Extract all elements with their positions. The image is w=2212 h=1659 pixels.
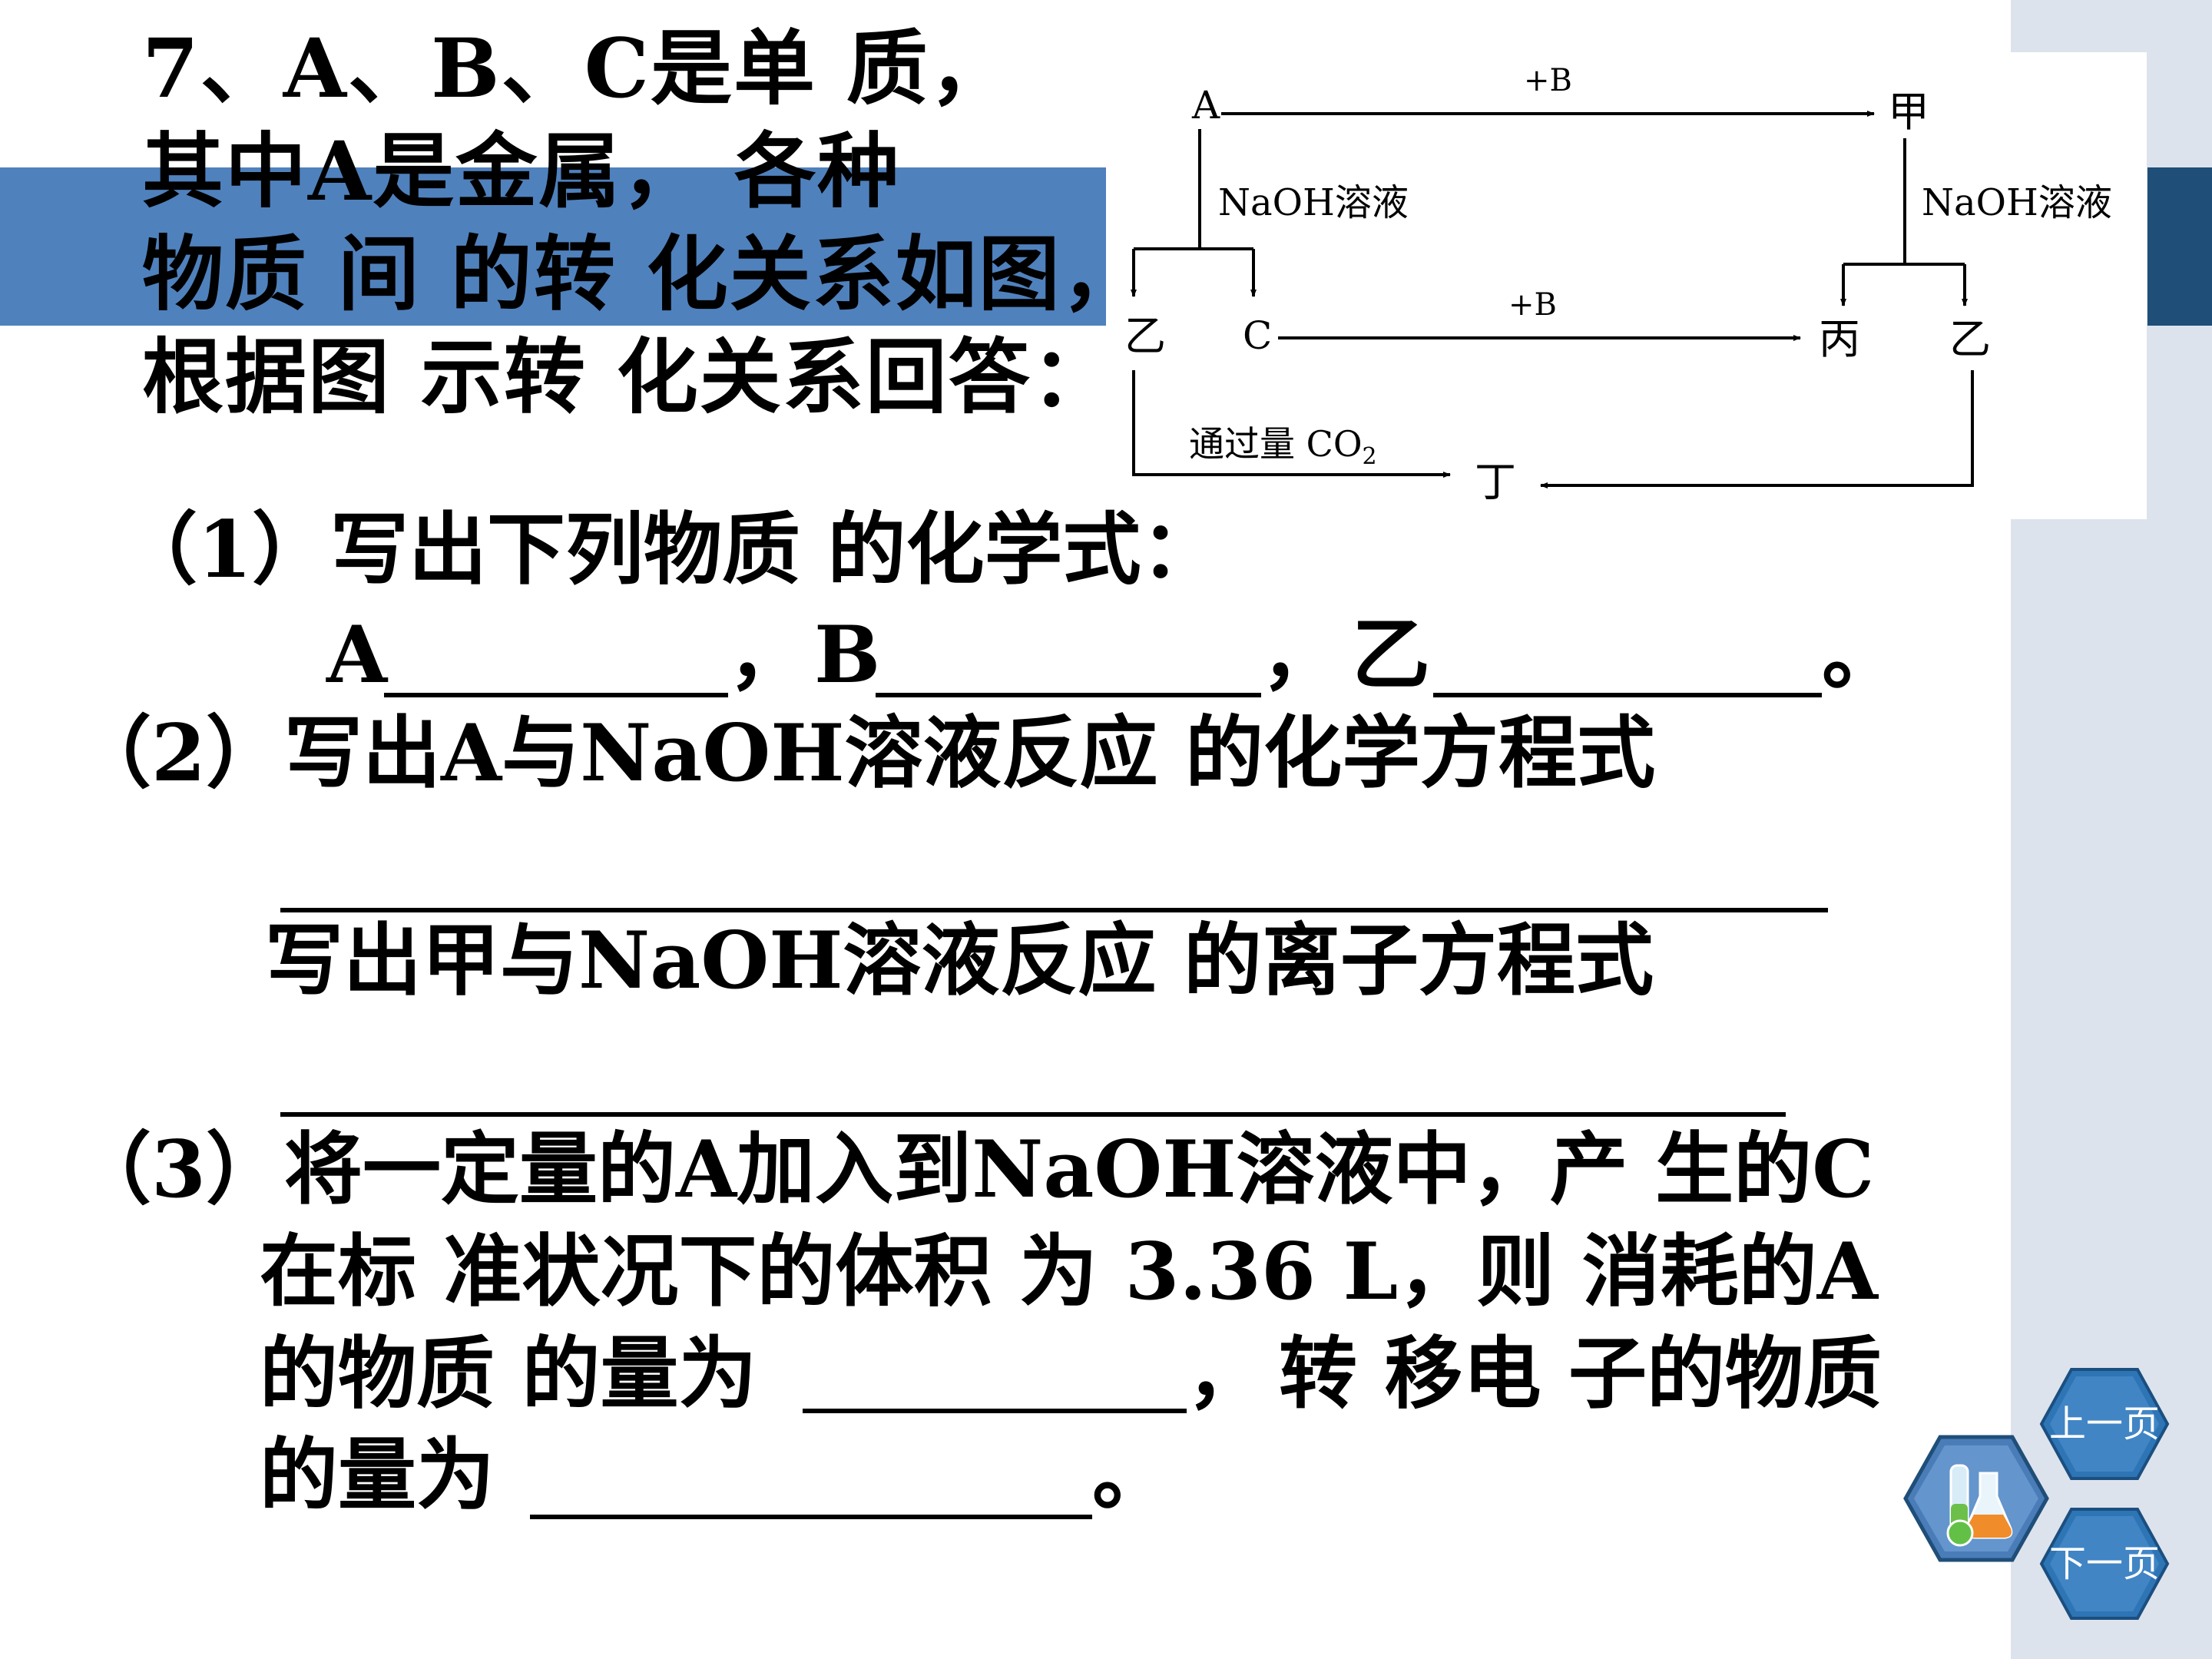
next-page-label: 下一页: [2048, 1542, 2160, 1585]
part1-sep: ，: [728, 609, 806, 701]
node-jia: 甲: [1888, 88, 1929, 136]
conversion-diagram: A +B 甲 NaOH溶液 NaOH溶液 乙 C +B 丙 乙 通过量 CO2 …: [1124, 63, 2112, 506]
part1-prompt: （1）写出下列物质 的化学式：: [119, 504, 1220, 596]
part3-line3-sep: ，: [1187, 1328, 1265, 1420]
next-page-button[interactable]: 下一页: [2039, 1507, 2170, 1621]
node-bing: 丙: [1819, 315, 1860, 363]
label-plus-b-top: +B: [1524, 63, 1572, 98]
part3-line3-tail: 转 移电 子的物质: [1279, 1328, 1883, 1420]
part1-label-a: A: [326, 609, 388, 701]
part1-label-yi: 乙: [1352, 609, 1430, 701]
answer-blank-a[interactable]: [384, 693, 728, 697]
prev-page-label: 上一页: [2048, 1402, 2160, 1445]
title-line: 7、A、B、C是单 质，: [142, 20, 1012, 116]
part1-end: 。: [1822, 609, 1900, 701]
part1-label-b: B: [814, 609, 881, 701]
answer-blank-amount[interactable]: [803, 1409, 1187, 1413]
arrow-yi-right-to-ding: [1540, 370, 1974, 488]
label-plus-b-mid: +B: [1508, 287, 1557, 323]
node-a: A: [1191, 83, 1220, 127]
part3-line: （3）将一定量的A加入到NaOH溶液中，产 生的C: [73, 1124, 1875, 1216]
title-highlight-band: [0, 167, 1106, 326]
node-c: C: [1243, 313, 1272, 358]
label-co2: 通过量 CO2: [1189, 423, 1377, 470]
answer-blank-equation[interactable]: [280, 908, 1828, 912]
answer-blank-b[interactable]: [876, 693, 1261, 697]
title-line: 其中A是金属， 各种: [142, 123, 901, 219]
node-ding: 丁: [1475, 458, 1516, 506]
label-naoh-right: NaOH溶液: [1922, 181, 2112, 224]
label-naoh-left: NaOH溶液: [1218, 181, 1409, 224]
part2-sub-prompt: 写出甲与NaOH溶液反应 的离子方程式: [265, 915, 1654, 1007]
answer-blank-ionic-equation[interactable]: [280, 1112, 1786, 1117]
node-yi-left: 乙: [1124, 312, 1166, 360]
part3-line: 在标 准状况下的体积 为 3.36 L，则 消耗的A: [260, 1226, 1878, 1318]
arrow-yi-left-to-ding: [1132, 370, 1451, 478]
question-title: 7、A、B、C是单 质， 其中A是金属， 各种 物质 间 的转 化关系如图， 根…: [142, 17, 1144, 429]
title-line: 物质 间 的转 化关系如图，: [142, 226, 1144, 322]
side-accent-band: [2147, 167, 2212, 326]
part3-line4-end: 。: [1092, 1429, 1171, 1522]
prev-page-button[interactable]: 上一页: [2039, 1367, 2170, 1481]
node-yi-right: 乙: [1949, 315, 1991, 363]
part1-sep: ，: [1261, 609, 1339, 701]
part3-line3-text: 的物质 的量为: [260, 1328, 757, 1420]
answer-blank-electrons[interactable]: [530, 1515, 1092, 1519]
part3-line4-text: 的量为: [260, 1429, 495, 1522]
part2-prompt: （2）写出A与NaOH溶液反应 的化学方程式: [73, 707, 1656, 800]
answer-blank-yi[interactable]: [1433, 693, 1822, 697]
chemistry-flask-icon: [1903, 1435, 2049, 1562]
title-line: 根据图 示转 化关系回答：: [142, 329, 1114, 425]
